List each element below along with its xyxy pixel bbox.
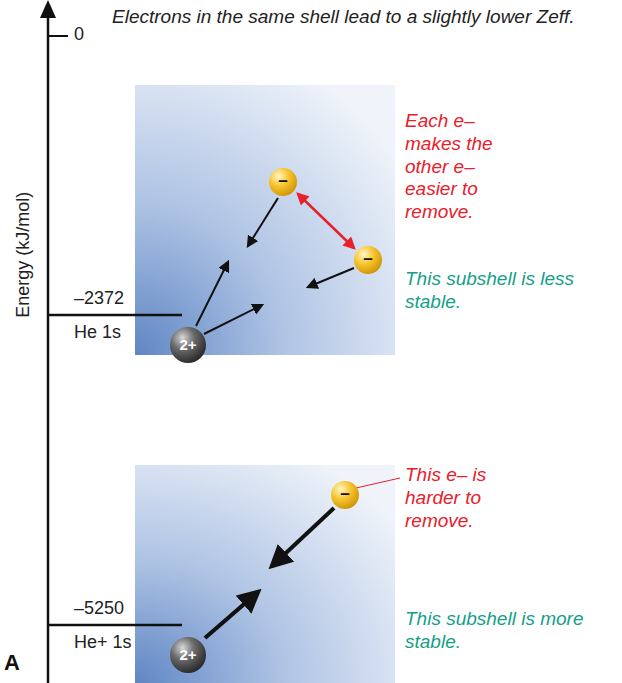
panel-letter: A [4,650,20,676]
stability-note: This subshell is more stable. [405,608,610,654]
he-plus-level [48,624,182,627]
energy-value: –2372 [74,288,124,310]
electron-charge: – [333,484,357,504]
level-name: He+ 1s [74,632,132,654]
nucleus-charge: 2+ [170,336,206,354]
he-level [48,314,182,317]
attraction-arrow [205,592,258,638]
electron [331,481,359,509]
repulsion-note: Each e– makes the other e– easier to rem… [405,110,525,224]
removal-note: This e– is harder to remove. [405,464,525,532]
attraction-arrow [248,198,278,246]
electron-charge: – [271,171,295,191]
nucleus [170,637,206,673]
nucleus [170,327,206,363]
energy-value: –5250 [74,598,124,620]
attraction-arrow [308,268,354,287]
leader-line [356,478,400,488]
lower-panel [135,465,395,683]
repulsion-arrow [298,194,354,248]
stability-note: This subshell is less stable. [405,268,605,314]
axis-arrowhead [40,0,56,18]
axis-title: Energy (kJ/mol) [13,192,35,318]
attraction-arrow [272,508,334,566]
axis-value: 0 [74,24,84,46]
zero-tick [48,35,68,37]
attraction-arrow [204,305,262,334]
electron [354,246,382,274]
heading-note: Electrons in the same shell lead to a sl… [112,6,582,29]
electron [269,168,297,196]
electron-charge: – [356,249,380,269]
attraction-arrow [196,262,228,326]
level-name: He 1s [74,322,121,344]
energy-axis [47,14,50,683]
nucleus-charge: 2+ [170,646,206,664]
